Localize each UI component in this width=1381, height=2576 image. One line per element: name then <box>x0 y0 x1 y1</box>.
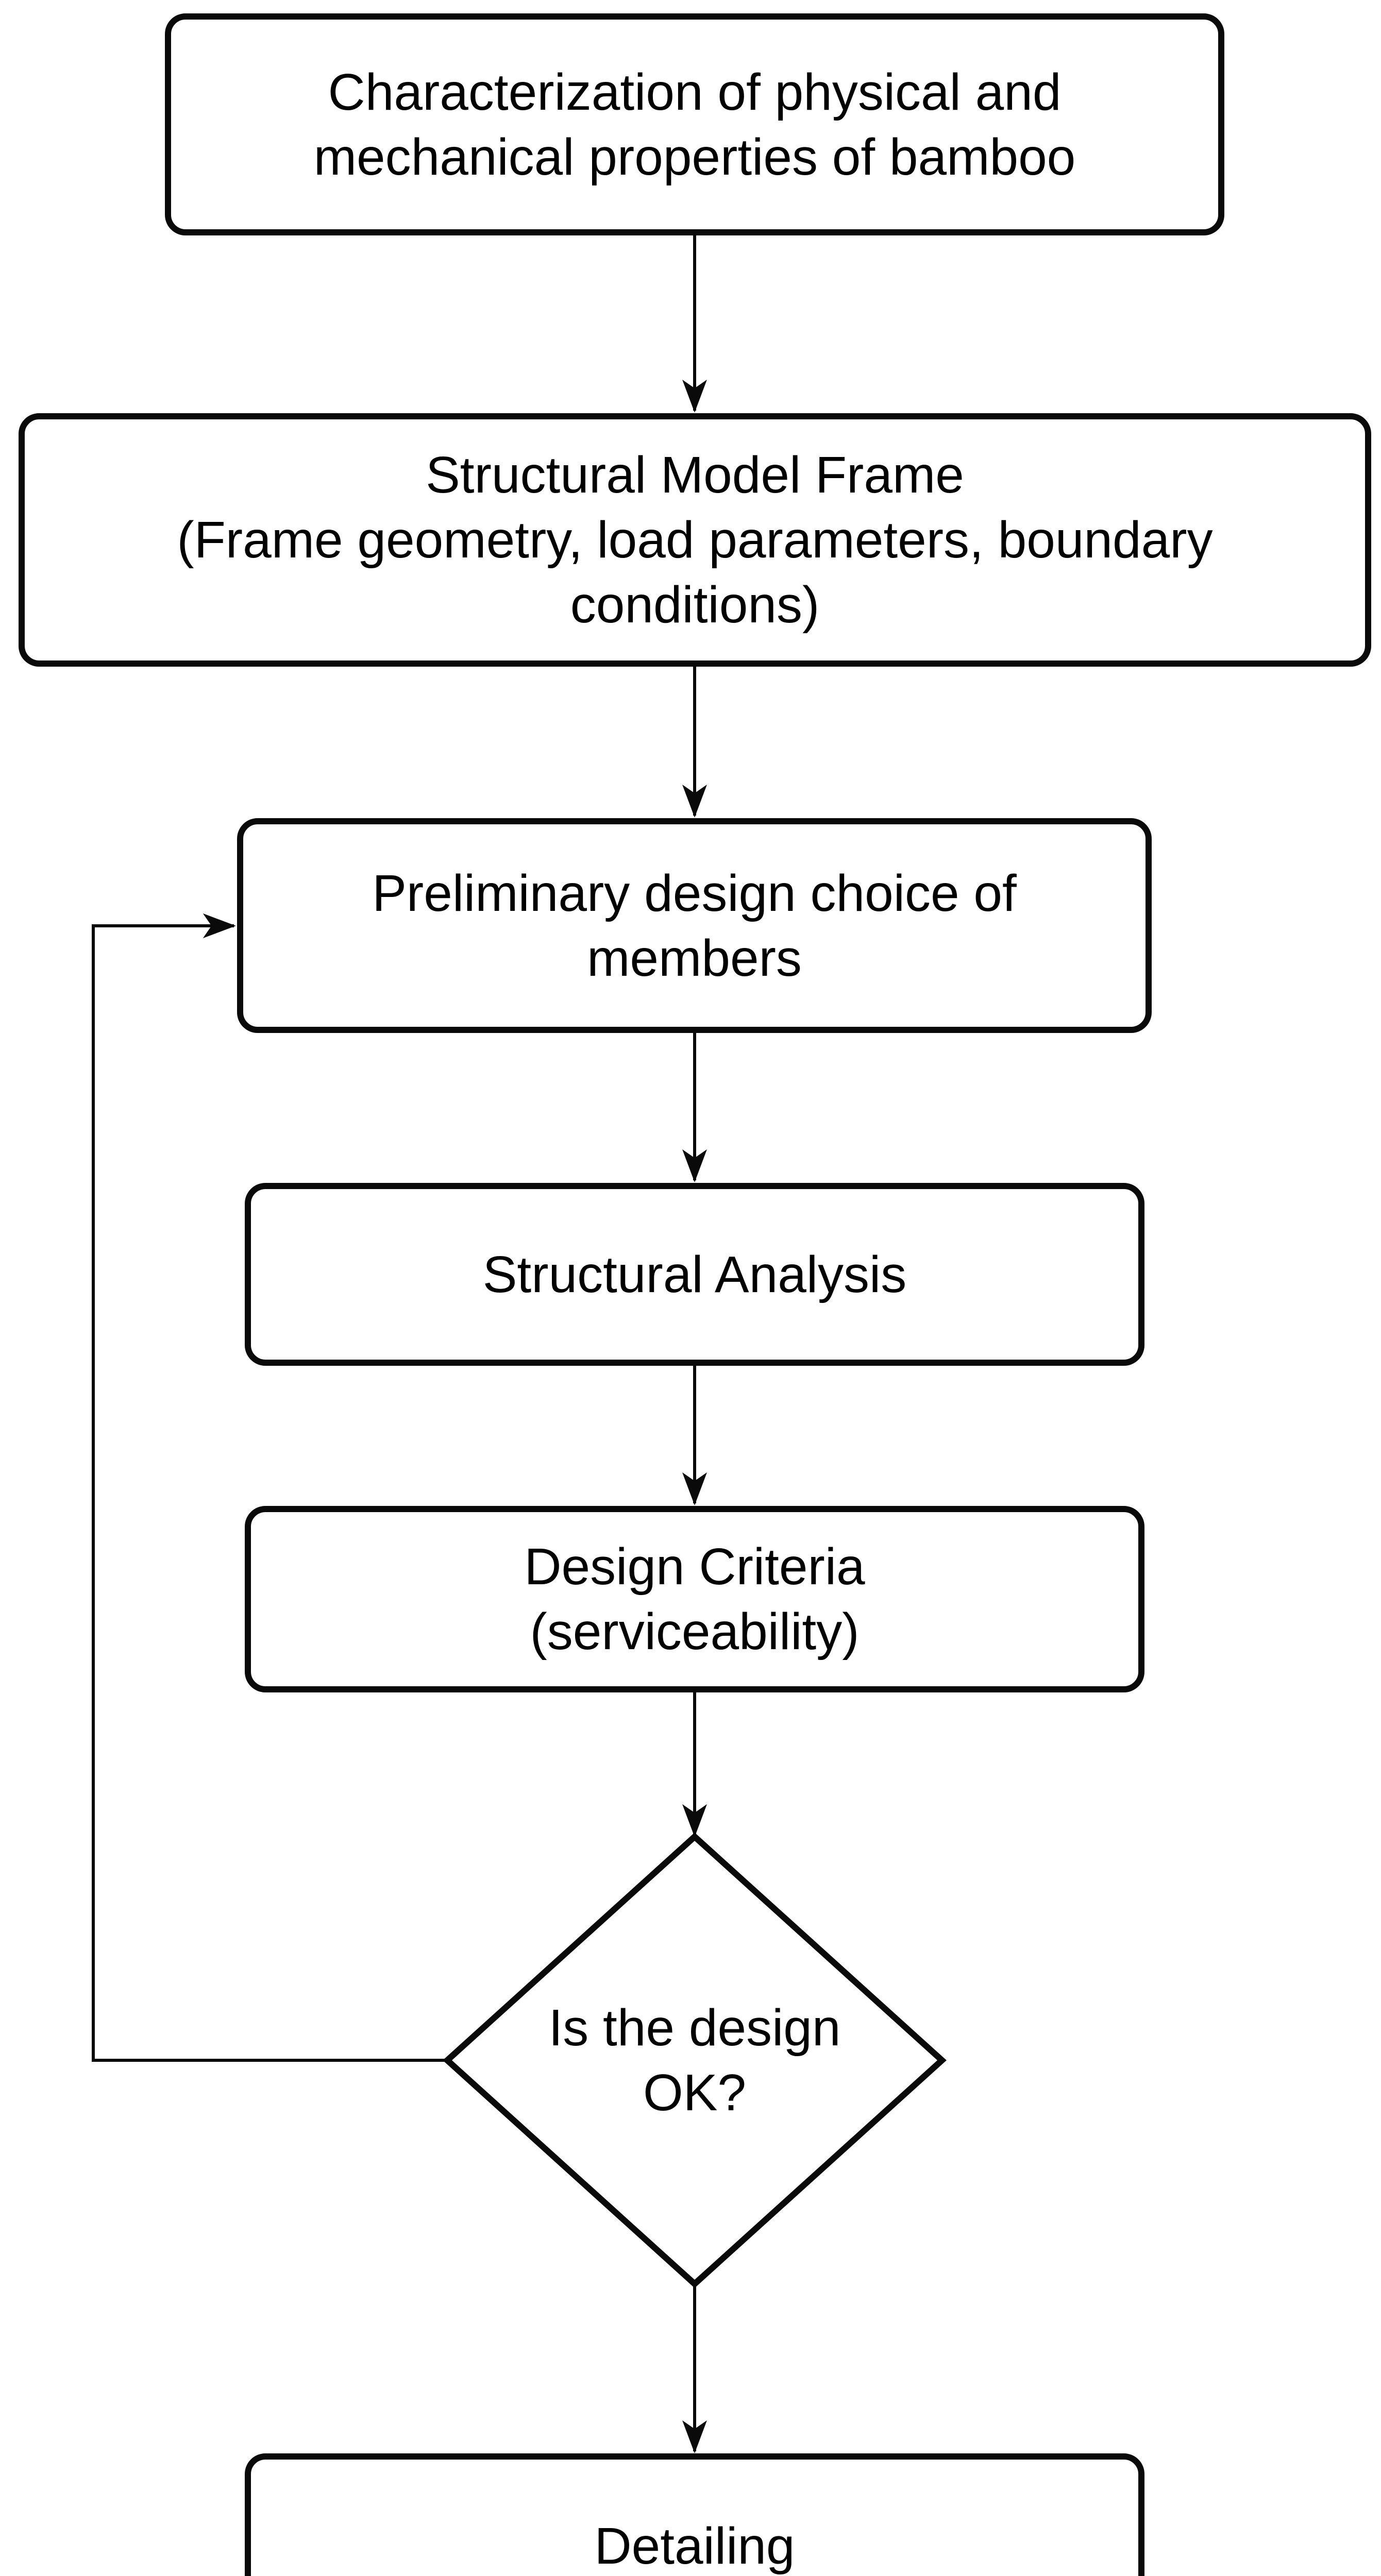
node-design-criteria: Design Criteria (serviceability) <box>245 1506 1144 1692</box>
node-structural-analysis: Structural Analysis <box>245 1183 1144 1366</box>
node-design-ok-decision: Is the design OK? <box>548 1999 841 2122</box>
edge-feedback-decision-to-preliminary-design <box>92 913 447 2062</box>
decision-diamond-shape <box>443 1832 947 2289</box>
node-characterization: Characterization of physical and mechani… <box>165 13 1224 235</box>
node-detailing: Detailing <box>245 2453 1144 2576</box>
node-preliminary-design: Preliminary design choice of members <box>237 818 1152 1033</box>
node-structural-model-frame: Structural Model Frame (Frame geometry, … <box>19 413 1371 667</box>
